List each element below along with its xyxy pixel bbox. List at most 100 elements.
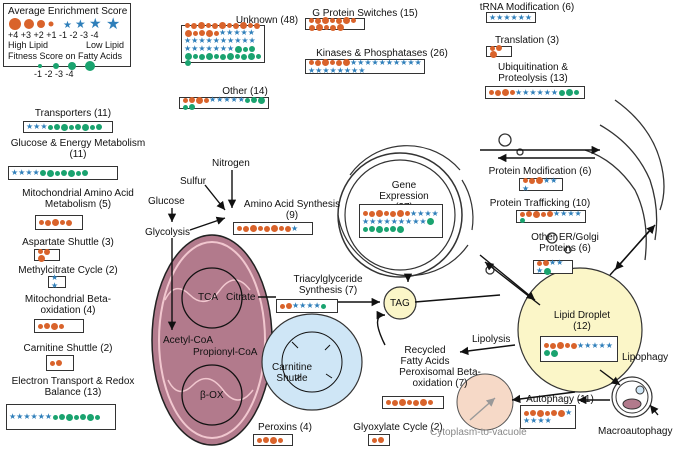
high-lipid-dot-icon xyxy=(44,219,51,226)
autophagosome xyxy=(611,376,653,418)
low-lipid-star-icon: ★ xyxy=(400,57,408,67)
label-tca: TCA xyxy=(198,292,218,303)
fitness-dot-icon xyxy=(242,46,248,52)
nucleus-er xyxy=(337,145,474,278)
high-lipid-dot-icon xyxy=(43,248,50,255)
low-lipid-star-icon: ★ xyxy=(417,208,425,218)
high-lipid-dot-icon xyxy=(535,177,543,184)
low-lipid-star-icon: ★ xyxy=(397,216,406,226)
high-lipid-dot-icon xyxy=(257,226,263,231)
high-lipid-dot-icon xyxy=(58,323,64,329)
high-lipid-dot-icon xyxy=(59,220,65,225)
fitness-dot-icon xyxy=(234,54,240,59)
fitness-dot-icon xyxy=(94,414,100,420)
fitness-dot-icon xyxy=(247,53,255,60)
high-lipid-dot-icon xyxy=(412,399,419,406)
category-label-peroxisomal: Peroxisomal Beta-oxidation (7) xyxy=(399,367,481,389)
high-lipid-dot-icon xyxy=(263,225,270,232)
fitness-dot-icon xyxy=(375,225,383,233)
fitness-dot-icon xyxy=(198,53,205,60)
low-lipid-star-icon: ★ xyxy=(219,44,228,53)
fitness-dot-icon xyxy=(54,124,61,130)
low-lipid-star-icon: ★ xyxy=(209,95,217,104)
category-label-peroxins: Peroxins (4) xyxy=(258,422,312,433)
legend-box: Average Enrichment Score ★★ ★★ +4 +3 +2 … xyxy=(3,3,131,79)
low-lipid-star-icon: ★ xyxy=(219,28,227,37)
low-lipid-star-icon: ★ xyxy=(517,12,525,22)
low-lipid-star-icon: ★ xyxy=(522,183,530,193)
fitness-dot-icon xyxy=(184,60,191,66)
fitness-dot-icon xyxy=(47,169,55,177)
category-label-methylcitrate: Methylcitrate Cycle (2) xyxy=(18,265,118,276)
high-lipid-dot-icon xyxy=(542,260,549,266)
low-lipid-star-icon: ★ xyxy=(567,209,575,218)
high-lipid-dot-icon xyxy=(284,225,291,232)
fitness-dot-icon xyxy=(226,53,234,60)
low-lipid-star-icon: ★ xyxy=(591,340,599,350)
fitness-dot-icon xyxy=(219,53,226,60)
low-lipid-star-icon: ★ xyxy=(350,57,358,67)
high-lipid-dot-icon xyxy=(49,360,55,366)
low-lipid-star-icon: ★ xyxy=(537,416,545,425)
fitness-dot-icon xyxy=(76,170,82,176)
high-lipid-dot-icon xyxy=(342,17,350,24)
low-lipid-star-icon: ★ xyxy=(358,65,366,75)
high-lipid-dot-icon xyxy=(55,360,62,366)
high-lipid-dot-icon xyxy=(323,25,329,30)
low-lipid-star-icon: ★ xyxy=(227,36,235,45)
low-lipid-star-icon: ★ xyxy=(227,44,235,53)
fitness-dot-icon xyxy=(558,89,565,96)
label-acetylcoa: Acetyl-CoA xyxy=(163,335,214,346)
fitness-dot-icon xyxy=(48,124,54,130)
high-lipid-dot-icon xyxy=(391,399,398,406)
high-lipid-dot-icon xyxy=(198,30,205,36)
high-lipid-dot-icon xyxy=(232,22,239,29)
high-lipid-dot-icon xyxy=(377,437,384,443)
label-carnitine-shuttle: Carnitine Shuttle xyxy=(271,362,313,384)
category-label-glucose: Glucose & Energy Metabolism (11) xyxy=(10,138,146,160)
high-lipid-dot-icon xyxy=(43,323,50,329)
fitness-dot-icon xyxy=(258,96,266,104)
legend-low-label: Low Lipid xyxy=(86,40,125,50)
category-box-unknown: ★★★★★★★★★★★★★★★★★★★★★★ xyxy=(181,22,265,66)
low-lipid-star-icon: ★ xyxy=(605,340,613,350)
high-lipid-dot-icon xyxy=(532,210,540,218)
high-lipid-dot-icon xyxy=(495,45,502,51)
high-lipid-dot-icon xyxy=(188,97,195,103)
low-lipid-star-icon: ★ xyxy=(369,216,377,226)
low-lipid-star-icon: ★ xyxy=(357,57,365,67)
low-lipid-star-icon: ★ xyxy=(550,175,558,185)
low-lipid-star-icon: ★ xyxy=(216,95,224,104)
high-lipid-dot-icon xyxy=(184,29,192,37)
fitness-dot-icon xyxy=(184,53,192,60)
high-lipid-dot-icon xyxy=(308,60,314,65)
high-lipid-dot-icon xyxy=(195,96,203,104)
category-label-lipiddroplet: Lipid Droplet (12) xyxy=(553,310,611,332)
fitness-dot-icon xyxy=(213,54,219,59)
high-lipid-dot-icon xyxy=(335,17,342,24)
category-label-carnitine: Carnitine Shuttle (2) xyxy=(23,343,113,354)
category-box-erGolgi: ★★★ xyxy=(533,259,573,275)
low-lipid-star-icon: ★ xyxy=(598,340,606,350)
low-lipid-star-icon: ★ xyxy=(18,168,26,177)
fitness-dot-icon xyxy=(362,226,368,232)
low-lipid-star-icon: ★ xyxy=(40,122,48,131)
low-lipid-star-icon: ★ xyxy=(510,12,518,22)
low-lipid-star-icon: ★ xyxy=(184,36,192,45)
low-lipid-star-icon: ★ xyxy=(378,57,386,67)
label-nitrogen: Nitrogen xyxy=(212,158,250,169)
fitness-dot-icon xyxy=(73,414,79,420)
high-lipid-dot-icon xyxy=(544,410,550,416)
fitness-dot-icon xyxy=(234,45,242,53)
legend-fitness-ticks: -1 -2 -3 -4 xyxy=(34,69,74,79)
low-lipid-star-icon: ★ xyxy=(412,216,420,226)
high-lipid-dot-icon xyxy=(419,399,427,406)
low-lipid-star-icon: ★ xyxy=(233,28,241,37)
category-label-erGolgi: Other ER/Golgi Proteins (6) xyxy=(531,232,599,254)
category-box-ubiquitination: ★★★★★★ xyxy=(485,86,585,99)
fitness-dot-icon xyxy=(55,170,61,176)
high-lipid-dot-icon xyxy=(218,22,226,29)
category-box-electron: ★★★★★★ xyxy=(6,404,116,430)
label-propionylcoa: Propionyl-CoA xyxy=(193,347,258,358)
high-lipid-dot-icon xyxy=(329,60,335,65)
